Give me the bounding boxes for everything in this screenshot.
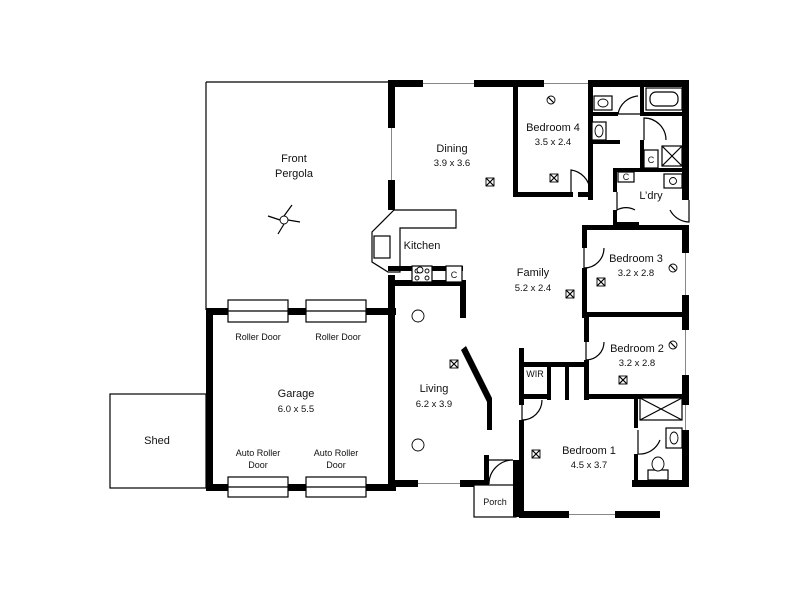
- bath-icon: [645, 87, 683, 111]
- dining-label: Dining: [436, 143, 467, 155]
- toilet-icon: [647, 456, 669, 481]
- laundry-cupboard-mark: C: [623, 172, 630, 182]
- porch-label: Porch: [483, 497, 507, 507]
- sink-icon: [591, 121, 607, 141]
- shed-label: Shed: [144, 435, 170, 447]
- downlight-icon: [411, 266, 425, 452]
- bedroom2-label: Bedroom 2: [610, 343, 664, 355]
- auto-roller-door-left-label: Door: [248, 460, 268, 470]
- family-label: Family: [517, 267, 550, 279]
- laundry-label: L’dry: [639, 190, 663, 202]
- shower-icon: [661, 145, 683, 167]
- light-fitting-icon: [449, 173, 628, 459]
- roller-door-left-label: Roller Door: [235, 332, 281, 342]
- shower-icon: [639, 397, 683, 421]
- kitchen-label: Kitchen: [404, 240, 441, 252]
- bedroom4-size: 3.5 x 2.4: [535, 137, 571, 148]
- kitchen-cupboard-mark: C: [451, 270, 458, 280]
- bedroom4-label: Bedroom 4: [526, 122, 580, 134]
- auto-roller-door-right-label: Door: [326, 460, 346, 470]
- living-size: 6.2 x 3.9: [416, 399, 452, 410]
- sink-icon: [665, 427, 683, 449]
- front-pergola-label: Front: [281, 153, 307, 165]
- garage-size: 6.0 x 5.5: [278, 404, 314, 415]
- roller-door-right-label: Roller Door: [315, 332, 361, 342]
- wall-light-icon: [546, 95, 678, 350]
- bedroom3-label: Bedroom 3: [609, 253, 663, 265]
- bedroom1-size: 4.5 x 3.7: [571, 460, 607, 471]
- bedroom3-size: 3.2 x 2.8: [618, 268, 654, 279]
- garage-walls: [206, 299, 396, 498]
- auto-roller-door-right-label: Auto Roller: [314, 448, 359, 458]
- bedroom2-size: 3.2 x 2.8: [619, 358, 655, 369]
- front-pergola-label: Pergola: [275, 168, 314, 180]
- laundry-tub-icon: [663, 173, 683, 189]
- wir-label: WIR: [526, 369, 544, 379]
- toilet-icon: [593, 95, 613, 111]
- garage-label: Garage: [278, 388, 315, 400]
- door-swings: [488, 95, 690, 485]
- pergola-outline: [205, 81, 390, 310]
- ceiling-fan-icon: [267, 204, 301, 235]
- bedroom1-label: Bedroom 1: [562, 445, 616, 457]
- bathroom-cupboard-mark: C: [648, 155, 655, 165]
- living-label: Living: [420, 383, 449, 395]
- dining-size: 3.9 x 3.6: [434, 158, 470, 169]
- family-size: 5.2 x 2.4: [515, 283, 551, 294]
- auto-roller-door-left-label: Auto Roller: [236, 448, 281, 458]
